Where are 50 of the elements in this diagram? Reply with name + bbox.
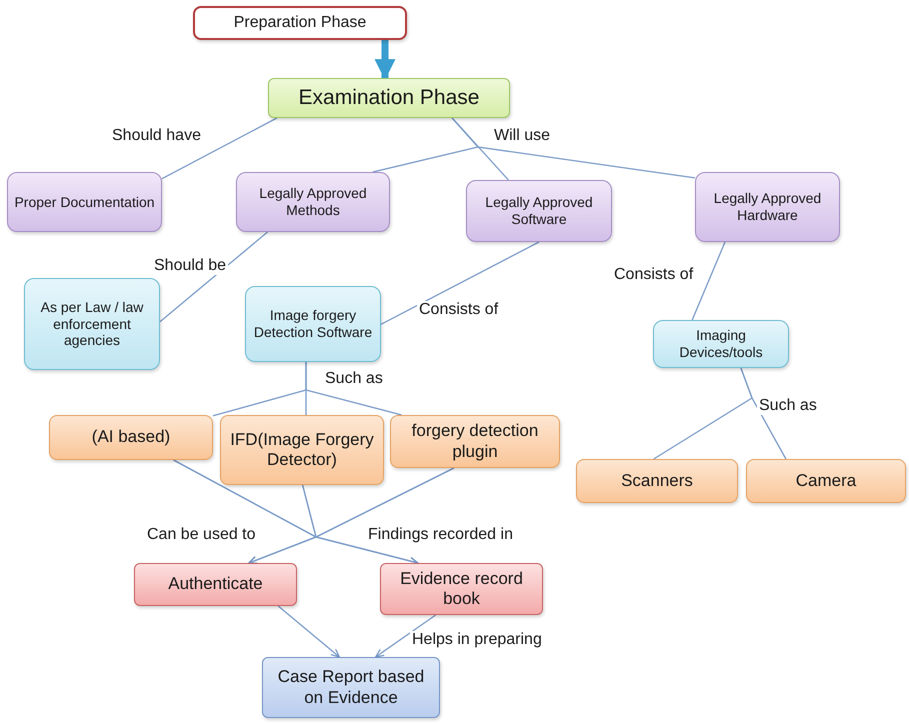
concept-box — [24, 278, 160, 370]
concept-box — [220, 415, 384, 485]
node-text: Evidence record book — [399, 568, 524, 610]
arrow — [278, 606, 340, 658]
arrow — [375, 614, 436, 658]
node-text: Image forgery Detection Software — [252, 307, 374, 341]
node-text: Imaging Devices/tools — [678, 327, 764, 361]
concept-box — [695, 172, 840, 242]
concept-box — [262, 657, 440, 718]
node-text: Case Report based on Evidence — [276, 667, 426, 708]
concept-box — [245, 286, 381, 362]
node-text: Legally Approved Software — [484, 194, 594, 228]
connector-line — [160, 232, 268, 322]
concept-box — [653, 320, 789, 368]
concept-box — [576, 459, 738, 503]
edge-label: Should be — [152, 257, 228, 275]
concept-box — [390, 415, 560, 468]
edge-label: Helps in preparing — [410, 631, 544, 649]
concept-box — [193, 6, 407, 40]
node-text: Preparation Phase — [234, 13, 366, 33]
concept-box — [134, 563, 297, 606]
concept-box — [268, 78, 510, 118]
node-text: Legally Approved Methods — [258, 185, 368, 219]
node-text: Camera — [796, 470, 856, 492]
arrow — [374, 40, 396, 80]
connector-line — [452, 118, 509, 180]
connector-line — [452, 118, 696, 179]
arrow — [314, 467, 454, 566]
edge-label: Such as — [757, 397, 819, 415]
connector-line — [740, 368, 786, 460]
connector-line — [305, 362, 402, 416]
node-text: Examination Phase — [298, 85, 480, 111]
concept-box — [49, 415, 213, 460]
concept-box — [466, 180, 612, 242]
node-text: Scanners — [621, 470, 693, 492]
node-text: forgery detection plugin — [410, 421, 540, 462]
node-text: IFD(Image Forgery Detector) — [229, 430, 375, 470]
connector-line — [162, 117, 278, 180]
edge-label: Findings recorded in — [366, 526, 515, 544]
concept-box — [380, 563, 543, 615]
node-text: As per Law / law enforcement agencies — [40, 298, 144, 350]
concept-box — [7, 172, 162, 232]
node-text: Authenticate — [168, 574, 263, 595]
node-text: Proper Documentation — [14, 194, 155, 210]
connector-line — [380, 241, 540, 325]
node-text: (AI based) — [92, 427, 170, 448]
concept-box — [236, 172, 390, 232]
node-text: Legally Approved Hardware — [712, 190, 822, 224]
connector-line — [692, 242, 726, 320]
concept-box — [746, 459, 906, 503]
